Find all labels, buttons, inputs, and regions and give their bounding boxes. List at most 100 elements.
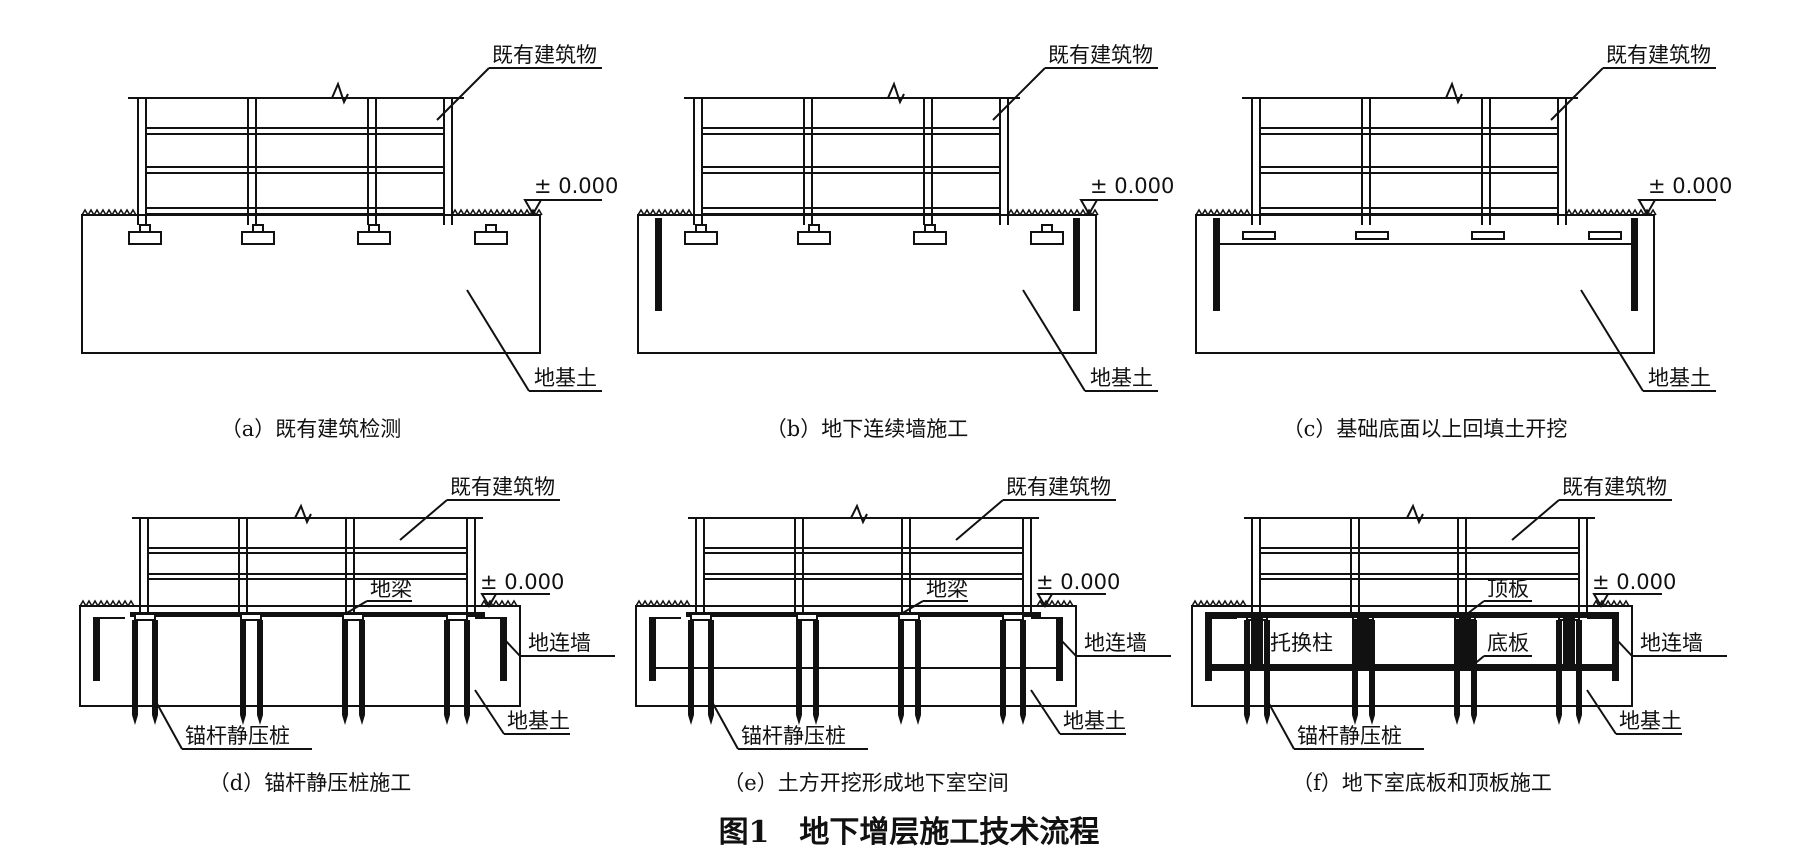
diaphragm-wall-left [93, 618, 100, 681]
pile-tip [1352, 715, 1358, 725]
panel-f: ± 0.000既有建筑物顶板底板托换柱地连墙地基土锚杆静压桩（f）地下室底板和顶… [1191, 475, 1727, 795]
soil-leader [1580, 289, 1644, 392]
spread-footing [913, 231, 947, 245]
anchor-pile [444, 620, 450, 715]
ground-beam-label: 地梁 [926, 577, 968, 601]
footing-neck [924, 224, 936, 233]
anchor-pile [342, 620, 348, 715]
pile-leader [710, 699, 739, 750]
spread-footing [357, 231, 391, 245]
building-leader [399, 499, 448, 541]
footing-neck [252, 224, 264, 233]
soil-label: 地基土 [1063, 709, 1126, 733]
caption-a: （a）既有建筑检测 [221, 417, 402, 441]
pile-tip [1454, 715, 1460, 725]
bottom-slab-leader [1471, 655, 1485, 667]
ground-hatch [81, 208, 137, 216]
spread-footing [1355, 231, 1389, 240]
pile-tip [688, 715, 694, 725]
ground-hatch [1007, 208, 1099, 216]
building-leader [436, 67, 490, 121]
soil-leader [1030, 689, 1061, 735]
anchor-pile [464, 620, 470, 715]
ground-beam-label: 地梁 [370, 577, 412, 601]
pile-leader [1266, 699, 1295, 750]
wall-leader [504, 639, 521, 657]
elevation-label: ± 0.000 [1592, 570, 1676, 594]
pile-tip [1576, 715, 1582, 725]
pile-cap [1002, 613, 1024, 621]
caption-b: （b）地下连续墙施工 [766, 417, 968, 441]
ground-hatch [635, 599, 691, 607]
pile-tip [464, 715, 470, 725]
anchor-pile-label: 锚杆静压桩 [741, 724, 846, 748]
diaphragm-wall-label: 地连墙 [1640, 631, 1703, 655]
pile-tip [359, 715, 365, 725]
spread-footing [128, 231, 162, 245]
footing-neck [368, 224, 380, 233]
pile-cap [240, 613, 262, 621]
pile-tip [240, 715, 246, 725]
diaphragm-wall-left [1205, 618, 1212, 681]
pile-tip [257, 715, 263, 725]
soil-block [81, 214, 541, 354]
pile-cap [134, 613, 156, 621]
pile-tip [915, 715, 921, 725]
elevation-label: ± 0.000 [1090, 174, 1174, 198]
transfer-column-label: 托换柱 [1270, 631, 1333, 655]
pile-tip [1556, 715, 1562, 725]
ground-hatch [1036, 599, 1074, 607]
break-mark [294, 503, 312, 525]
building-label: 既有建筑物 [1606, 43, 1711, 67]
building-label: 既有建筑物 [492, 43, 597, 67]
break-mark [850, 503, 868, 525]
spread-footing [1471, 231, 1505, 240]
soil-leader [1586, 689, 1617, 735]
diaphragm-wall-right [1612, 618, 1619, 681]
building-label: 既有建筑物 [450, 475, 555, 499]
break-mark [887, 81, 905, 105]
diaphragm-wall-left [655, 218, 662, 311]
soil-leader [474, 689, 505, 735]
diaphragm-wall-left [1213, 218, 1220, 311]
pile-tip [796, 715, 802, 725]
elevation-label: ± 0.000 [480, 570, 564, 594]
soil-label: 地基土 [1619, 709, 1682, 733]
anchor-pile-label: 锚杆静压桩 [185, 724, 290, 748]
footing-neck [695, 224, 707, 233]
building-label: 既有建筑物 [1562, 475, 1667, 499]
pile-tip [1000, 715, 1006, 725]
break-mark [331, 81, 349, 105]
spread-footing [1242, 231, 1276, 240]
spread-footing [241, 231, 275, 245]
ground-beam [130, 612, 485, 617]
diaphragm-wall-right [1056, 618, 1063, 681]
caption-e: （e）土方开挖形成地下室空间 [723, 771, 1008, 795]
ground-hatch [1191, 599, 1247, 607]
building-label: 既有建筑物 [1048, 43, 1153, 67]
ground-hatch [79, 599, 135, 607]
building-leader [992, 67, 1046, 121]
anchor-pile [257, 620, 263, 715]
elevation-label: ± 0.000 [1036, 570, 1120, 594]
building-leader [955, 499, 1004, 541]
ground-hatch [1565, 208, 1657, 216]
anchor-pile-label: 锚杆静压桩 [1297, 724, 1402, 748]
caption-f: （f）地下室底板和顶板施工 [1292, 771, 1552, 795]
pile-tip [898, 715, 904, 725]
break-mark [1445, 81, 1463, 105]
pile-cap [690, 613, 712, 621]
soil-leader [466, 289, 530, 392]
spread-footing [474, 231, 508, 245]
footing-neck [485, 224, 497, 233]
ground-hatch [637, 208, 693, 216]
ground-hatch [480, 599, 518, 607]
spread-footing [1588, 231, 1622, 240]
pile-tip [1244, 715, 1250, 725]
pile-tip [1369, 715, 1375, 725]
